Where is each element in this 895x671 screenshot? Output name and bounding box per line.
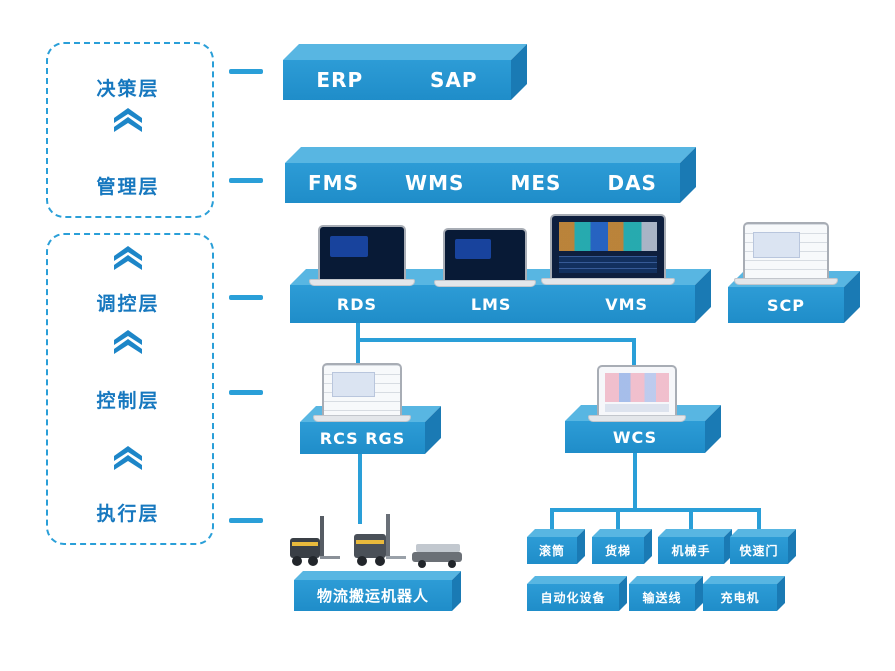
layer-label-dispatch: 调控层 [96, 293, 160, 315]
connector-tick [229, 178, 263, 183]
connector-line [616, 508, 620, 538]
bar-item-conveyor-line: 输送线 [642, 591, 682, 605]
laptop-screen [743, 222, 829, 278]
laptop-base [434, 280, 536, 287]
bar-management: FMS WMS MES DAS [285, 163, 680, 203]
laptop-screen [550, 214, 666, 278]
laptop-rcs [313, 363, 411, 422]
bar-item-rds: RDS [336, 294, 378, 314]
bar-charger: 充电机 [703, 584, 777, 611]
connector-tick [229, 69, 263, 74]
connector-line [550, 508, 761, 512]
bar-wcs: WCS [565, 421, 705, 453]
connector-tick [229, 518, 263, 523]
bar-item-scp: SCP [767, 295, 805, 315]
bar-item-rapid-door: 快速门 [739, 544, 779, 558]
laptop-screen [597, 365, 677, 415]
bar-item-sap: SAP [430, 68, 478, 92]
bar-rcs-rgs: RCS RGS [300, 422, 425, 454]
layer-label-management: 管理层 [96, 176, 160, 198]
layer-group-bottom [46, 233, 214, 545]
laptop-screen [318, 225, 406, 279]
bar-item-wms: WMS [405, 171, 465, 195]
laptop-base [309, 279, 415, 286]
laptop-base [588, 415, 686, 422]
layer-group-top [46, 42, 214, 218]
chevron-up-icon [113, 330, 143, 354]
chevron-up-icon [113, 446, 143, 470]
chevron-up-icon [113, 246, 143, 270]
laptop-base [313, 415, 411, 422]
connector-line [633, 453, 637, 512]
bar-item-das: DAS [607, 171, 657, 195]
bar-dispatch: RDS LMS VMS [290, 285, 695, 323]
laptop-base [541, 278, 675, 285]
bar-freight-elevator: 货梯 [592, 537, 644, 564]
bar-item-automation-equipment: 自动化设备 [540, 591, 606, 605]
bar-item-fms: FMS [308, 171, 359, 195]
bar-manipulator: 机械手 [658, 537, 724, 564]
bar-item-manipulator: 机械手 [671, 544, 711, 558]
agv-robots-image [282, 510, 464, 578]
connector-line [632, 338, 636, 370]
bar-item-vms: VMS [605, 294, 649, 314]
bar-rapid-door: 快速门 [730, 537, 788, 564]
bar-item-wcs: WCS [612, 427, 658, 447]
laptop-lms [434, 228, 536, 287]
layer-label-control: 控制层 [96, 390, 160, 412]
laptop-rds [309, 225, 415, 286]
bar-item-freight-elevator: 货梯 [604, 544, 631, 558]
connector-line [358, 454, 362, 524]
bar-decision: ERP SAP [283, 60, 511, 100]
connector-tick [229, 295, 263, 300]
bar-item-charger: 充电机 [720, 591, 760, 605]
connector-line [689, 508, 693, 538]
connector-tick [229, 390, 263, 395]
layer-label-decision: 决策层 [96, 78, 160, 100]
bar-roller: 滚筒 [527, 537, 577, 564]
connector-line [550, 508, 554, 538]
bar-conveyor-line: 输送线 [629, 584, 695, 611]
bar-item-rcs-rgs: RCS RGS [319, 428, 406, 448]
bar-robot: 物流搬运机器人 [294, 580, 452, 611]
bar-scp: SCP [728, 287, 844, 323]
bar-automation-equipment: 自动化设备 [527, 584, 619, 611]
bar-item-mes: MES [510, 171, 562, 195]
laptop-base [734, 278, 838, 285]
layer-label-execution: 执行层 [96, 503, 160, 525]
bar-item-roller: 滚筒 [538, 544, 565, 558]
laptop-screen [322, 363, 402, 415]
chevron-up-icon [113, 108, 143, 132]
laptop-screen [443, 228, 527, 280]
connector-line [356, 338, 636, 342]
bar-item-erp: ERP [316, 68, 364, 92]
connector-line [757, 508, 761, 538]
connector-line [356, 323, 360, 366]
laptop-vms [541, 214, 675, 285]
laptop-scp [734, 222, 838, 285]
bar-item-lms: LMS [470, 294, 512, 314]
laptop-wcs [588, 365, 686, 422]
bar-item-robot: 物流搬运机器人 [316, 587, 429, 605]
